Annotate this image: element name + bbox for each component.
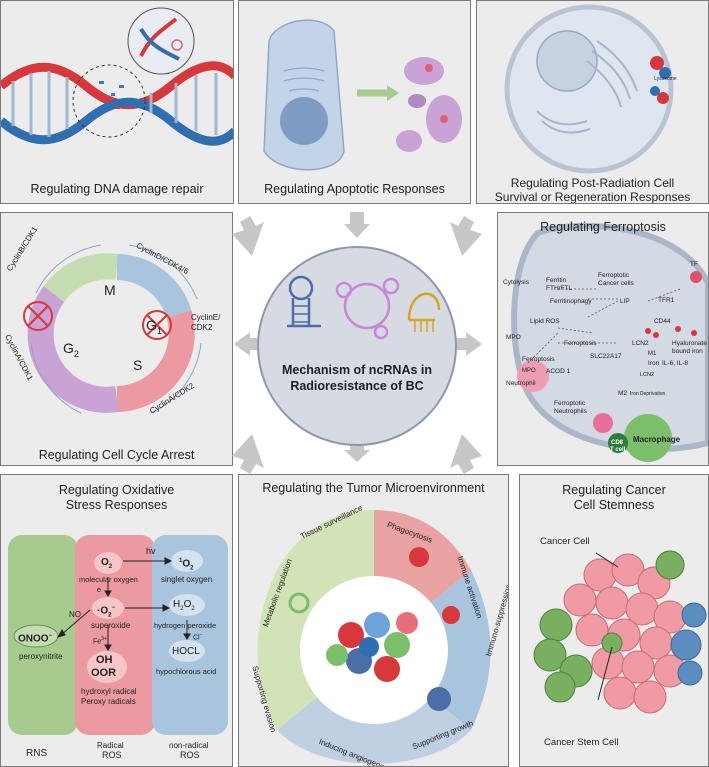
singlet-symbol: 1O2 bbox=[179, 556, 193, 573]
il-label: IL-6, IL-8 bbox=[662, 359, 688, 368]
superoxide-symbol: ·O2− bbox=[97, 603, 115, 620]
cd44-label: CD44 bbox=[654, 317, 671, 326]
iron-label: Iron bbox=[648, 359, 659, 368]
hyaluronate-label-2: bound iron bbox=[672, 347, 703, 356]
phase-g1: G1 bbox=[146, 318, 162, 338]
peroxynitrite-label: peroxynitrite bbox=[19, 652, 63, 661]
radical-label-2: ROS bbox=[102, 751, 122, 760]
rns-label: RNS bbox=[26, 749, 47, 759]
panel-title-line2: Cell Stemness bbox=[520, 498, 708, 512]
lcn2-label-a: LCN2 bbox=[632, 339, 649, 348]
singlet-oxygen-label: singlet oxygen bbox=[161, 575, 212, 584]
slc22a17-label: SLC22A17 bbox=[590, 352, 621, 361]
cell-cycle-diagram bbox=[1, 213, 233, 466]
panel-title: Regulating the Tumor Microenvironment bbox=[239, 481, 508, 495]
oor-label: OOR bbox=[91, 668, 116, 679]
panel-title: Regulating Apoptotic Responses bbox=[239, 182, 470, 196]
panel-dna-repair: Regulating DNA damage repair bbox=[0, 0, 234, 204]
panel-apoptotic: Regulating Apoptotic Responses bbox=[238, 0, 471, 204]
phase-m: M bbox=[104, 283, 116, 297]
radical-label-1: Radical bbox=[97, 741, 124, 750]
panel-title-line1: Regulating Oxidative bbox=[1, 483, 232, 497]
ferroptosis-inner-label: Ferroptosis bbox=[564, 339, 597, 348]
nonradical-label-2: ROS bbox=[180, 751, 200, 760]
e-label: e bbox=[97, 586, 101, 595]
ferroptosis-neut-label: Ferroptosis bbox=[522, 355, 555, 364]
cl-label: Cl− bbox=[193, 631, 203, 642]
panel-title: Regulating Ferroptosis bbox=[498, 220, 708, 234]
lysosome-label: Lysosome bbox=[654, 75, 677, 84]
panel-tumor-microenvironment: Regulating the Tumor Microenvironment Ti… bbox=[238, 474, 509, 767]
molecular-oxygen-label: molecular oxygen bbox=[79, 575, 138, 584]
dna-illustration bbox=[1, 1, 234, 204]
fth-label: FTH/FTL bbox=[546, 284, 572, 293]
o2-label: O2 bbox=[101, 558, 112, 572]
hocl-label: HOCL bbox=[172, 647, 200, 657]
cell-organelle-illustration bbox=[477, 1, 709, 204]
lip-label: LIP bbox=[620, 297, 630, 306]
hv-label: hv bbox=[146, 547, 156, 556]
no-label: NO bbox=[69, 610, 81, 619]
panel-cell-cycle: M G1 S G2 CyclinB/CDK1 CyclinD/CDK4/6 Cy… bbox=[0, 212, 233, 466]
phase-s: S bbox=[133, 358, 142, 372]
superoxide-label: superoxide bbox=[91, 621, 130, 630]
mpo2-label: MPO bbox=[522, 367, 536, 376]
oh-label: OH bbox=[96, 655, 113, 666]
panel-title-line2: Stress Responses bbox=[1, 498, 232, 512]
iron-deprivation-label: Iron Deprivation bbox=[630, 390, 665, 399]
tf-label: TF bbox=[690, 260, 698, 269]
m2-label: M2 bbox=[618, 389, 627, 398]
panel-cancer-stemness: Regulating Cancer Cell Stemness Cancer C… bbox=[519, 474, 709, 767]
neutrophil-label: Neutrophil bbox=[506, 379, 536, 388]
cd8-label-2: T cell bbox=[610, 446, 625, 455]
lipid-ros-label: Lipid ROS bbox=[530, 317, 560, 326]
phase-g2: G2 bbox=[63, 341, 79, 361]
panel-oxidative-stress: Regulating Oxidative Stress Responses ON… bbox=[0, 474, 233, 767]
peroxy-label: Peroxy radicals bbox=[81, 697, 136, 706]
cytolysis-label: Cytolysis bbox=[503, 278, 529, 287]
hydroxyl-label: hydroxyl radical bbox=[81, 687, 137, 696]
panel-title-line1: Regulating Post-Radiation Cell bbox=[477, 176, 708, 190]
lcn2-label-b: LCN2 bbox=[640, 371, 654, 380]
cancer-stem-cell-label: Cancer Stem Cell bbox=[544, 738, 618, 748]
ferroptotic-cancer-label-2: Cancer cells bbox=[598, 279, 634, 288]
cancer-cells-illustration bbox=[520, 475, 709, 767]
cycline-label-2: CDK2 bbox=[191, 323, 212, 332]
h2o2-symbol: H2O2 bbox=[173, 600, 195, 614]
tfr1-label: TFR1 bbox=[658, 296, 674, 305]
hydrogen-peroxide-label: hydrogen peroxide bbox=[154, 621, 216, 630]
mpo-label: MPO bbox=[506, 333, 521, 342]
panel-ferroptosis: Regulating Ferroptosis Cytolysis Ferriti… bbox=[497, 212, 709, 466]
fe-label: Fe3+ bbox=[93, 635, 107, 646]
hypochlorous-label: hypochlorous acid bbox=[156, 667, 216, 676]
panel-title: Regulating DNA damage repair bbox=[1, 182, 233, 196]
panel-post-radiation: Lysosome Regulating Post-Radiation Cell … bbox=[476, 0, 709, 204]
ferritinophagy-label: Ferritinophagy bbox=[550, 297, 592, 306]
m1-label: M1 bbox=[648, 350, 656, 359]
cycline-label-1: CyclinE/ bbox=[191, 313, 220, 322]
cancer-cell-label: Cancer Cell bbox=[540, 537, 590, 547]
apoptosis-illustration bbox=[239, 1, 471, 204]
acod1-label: ACOD 1 bbox=[546, 367, 570, 376]
nonradical-label-1: non-radical bbox=[169, 741, 209, 750]
macrophage-label: Macrophage bbox=[633, 435, 680, 444]
onoo-label: ONOO− bbox=[18, 631, 52, 644]
panel-title-line1: Regulating Cancer bbox=[520, 483, 708, 497]
panel-title: Regulating Cell Cycle Arrest bbox=[1, 448, 232, 462]
ncrna-structures bbox=[259, 248, 459, 448]
ferroptotic-neut-label-2: Neutrophils bbox=[554, 407, 587, 416]
panel-title-line2: Survival or Regeneration Responses bbox=[477, 190, 708, 204]
